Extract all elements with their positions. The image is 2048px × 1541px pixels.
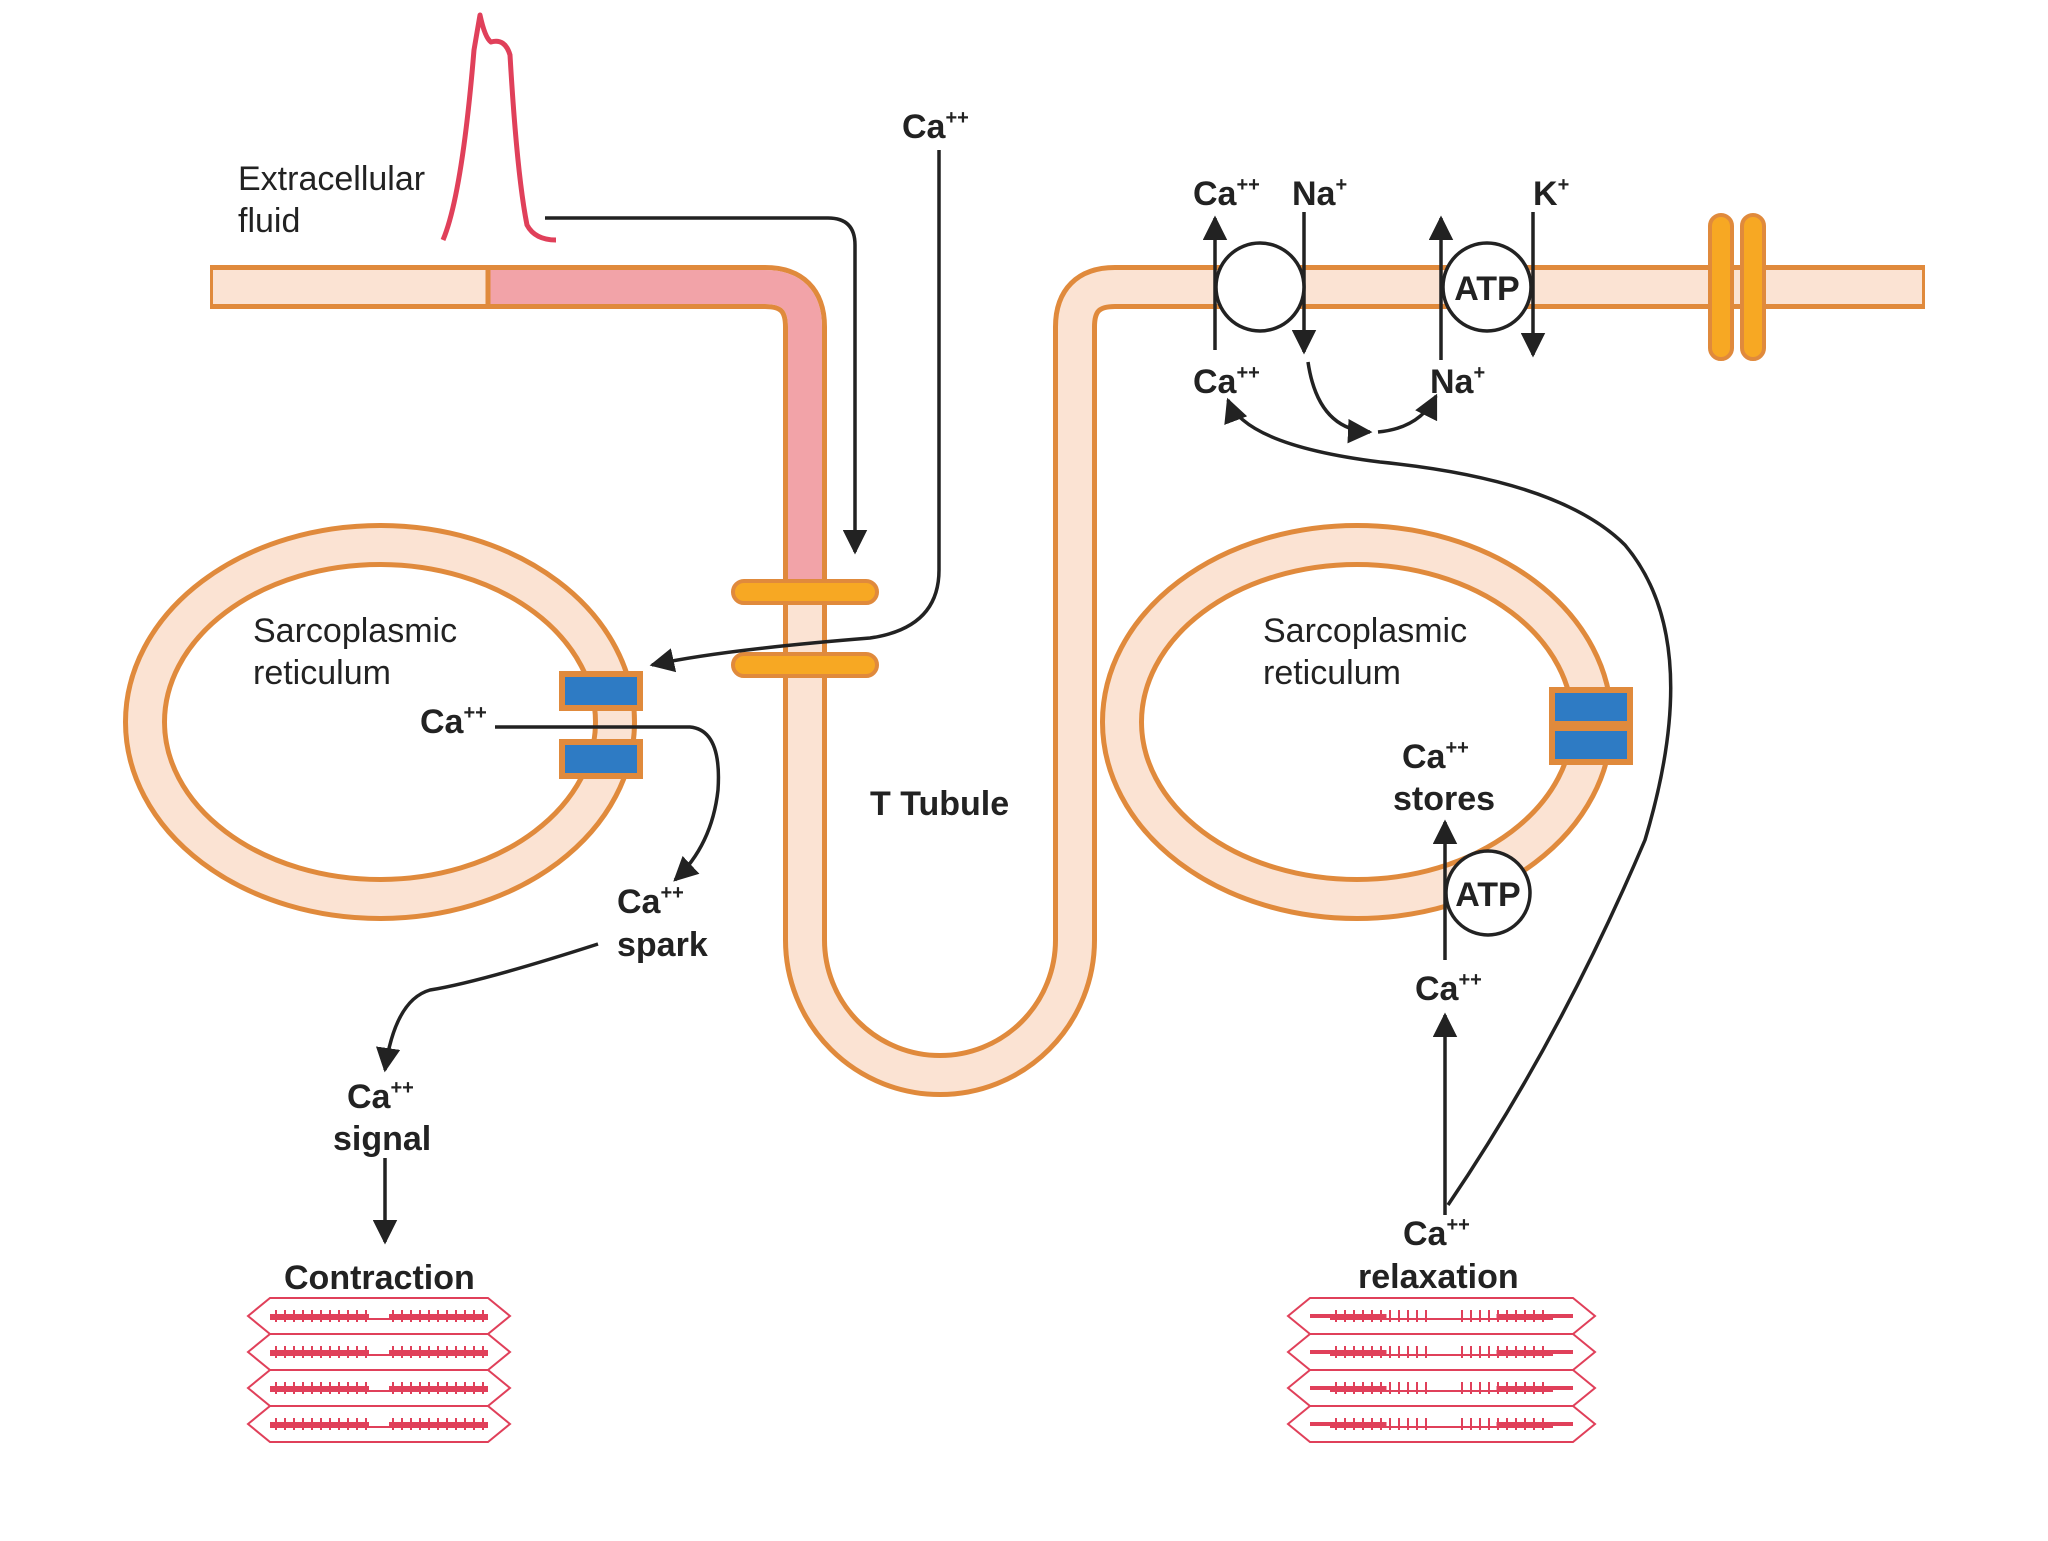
channel-upper-segment: [731, 579, 879, 605]
ryr-right-lower: [1549, 725, 1633, 765]
ca-serca-in-sup: ++: [1458, 969, 1481, 991]
relaxation-sup: ++: [1446, 1214, 1469, 1236]
ca-stores-label: Ca++: [1402, 737, 1469, 776]
na-k-atpase-circle: [1441, 241, 1533, 333]
extracellular-label-line1: Extracellular: [238, 160, 425, 198]
ncx-ca-out-sup: ++: [1236, 174, 1259, 196]
ca-signal-word: signal: [333, 1120, 431, 1158]
sr-left-label-line2: reticulum: [253, 654, 391, 692]
arrows: [372, 150, 1673, 1245]
l-type-channel: [731, 579, 879, 678]
ncx-na-out-label: Na+: [1292, 174, 1347, 213]
intercalated-disc: [1708, 213, 1766, 361]
ncx-ca-in-text: Ca: [1193, 363, 1238, 401]
ca-spark-ca: Ca: [617, 883, 662, 921]
relaxation-ca: Ca: [1403, 1215, 1448, 1253]
sr-right-membrane-fill: [1105, 528, 1609, 916]
ncx-na-out-text: Na: [1292, 175, 1337, 213]
arrow-spark-to-signal: [375, 942, 599, 1073]
arrow-ca-influx: [649, 150, 941, 673]
ca-relaxation-label: Ca++: [1403, 1214, 1470, 1253]
relaxation-word: relaxation: [1358, 1258, 1519, 1296]
sr-right: [1100, 523, 1633, 921]
na-in-sup: +: [1473, 362, 1485, 384]
sr-left-membrane-fill: [128, 528, 632, 916]
ca-top-text: Ca: [902, 108, 947, 146]
sr-left-label-line1: Sarcoplasmic: [253, 612, 457, 650]
serca-pump-circle: [1444, 849, 1532, 937]
ncx-exchanger-circle: [1214, 241, 1306, 333]
extracellular-label-line2: fluid: [238, 202, 300, 240]
ryr-lower: [559, 739, 643, 779]
ca-sr-left-text: Ca: [420, 703, 465, 741]
sarcolemma: [210, 265, 1925, 1097]
arrow-ap-to-ttubule: [545, 216, 868, 555]
arrow-na-cycle-right: [1377, 393, 1438, 434]
arrow-na-cycle-left: [1306, 361, 1373, 444]
atp-serca-label: ATP: [1455, 876, 1520, 914]
na-in-text: Na: [1430, 363, 1475, 401]
k-out-text: K: [1533, 175, 1558, 213]
ncx-na-out-sup: +: [1335, 174, 1347, 196]
arrow-cicr-to-spark: [495, 725, 721, 882]
t-tubule-label: T Tubule: [870, 785, 1009, 823]
ca-stores-word: stores: [1393, 780, 1495, 818]
disc-bar-2: [1740, 213, 1766, 361]
k-out-sup: +: [1558, 174, 1570, 196]
ca-signal-sup: ++: [390, 1077, 413, 1099]
ca-stores-ca: Ca: [1402, 738, 1447, 776]
ca-stores-sup: ++: [1445, 737, 1468, 759]
ryr-right-upper: [1549, 687, 1633, 727]
ncx-ca-out-label: Ca++: [1193, 174, 1260, 213]
ca-top-sup: ++: [945, 107, 968, 129]
ca-spark-word: spark: [617, 926, 708, 964]
sarcolemma-fill: [213, 270, 1922, 1092]
sarcomere-z-boundary: [1286, 1405, 1597, 1443]
ca-serca-in-label: Ca++: [1415, 969, 1482, 1008]
sarcomere-z-boundary: [246, 1405, 512, 1443]
arrow-relaxation-to-ncx: [1224, 397, 1673, 1206]
contraction-label: Contraction: [284, 1259, 475, 1297]
ca-serca-in-text: Ca: [1415, 970, 1460, 1008]
k-out-label: K+: [1533, 174, 1569, 213]
ca-signal-label: Ca++: [347, 1077, 414, 1116]
ncx-ca-out-text: Ca: [1193, 175, 1238, 213]
disc-bar-1: [1708, 213, 1734, 361]
ca-sr-left-sup: ++: [463, 702, 486, 724]
sr-right-label-line1: Sarcoplasmic: [1263, 612, 1467, 650]
labels: Extracellular fluid Ca++ Sarcoplasmic re…: [238, 107, 1569, 1297]
ca-spark-label: Ca++: [617, 882, 684, 921]
sr-left: [123, 523, 643, 921]
action-potential-waveform: [440, 12, 557, 243]
ca-spark-sup: ++: [660, 882, 683, 904]
depolarized-region: [488, 270, 822, 595]
ca-signal-ca: Ca: [347, 1078, 392, 1116]
sr-right-label-line2: reticulum: [1263, 654, 1401, 692]
channel-lower-segment: [731, 652, 879, 678]
ca-sr-left-label: Ca++: [420, 702, 487, 741]
na-in-label: Na+: [1430, 362, 1485, 401]
atp-pump-label: ATP: [1454, 270, 1519, 308]
ncx-ca-in-sup: ++: [1236, 362, 1259, 384]
sarcomere-contracted: [246, 1297, 512, 1443]
ncx-ca-in-label: Ca++: [1193, 362, 1260, 401]
ca-top-label: Ca++: [902, 107, 969, 146]
sarcomere-relaxed: [1286, 1297, 1597, 1443]
ryr-upper: [559, 671, 643, 711]
